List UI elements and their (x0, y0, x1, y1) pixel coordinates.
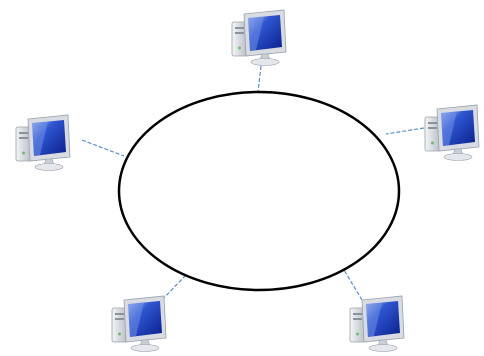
computer-right-icon (424, 104, 480, 161)
link-top (257, 65, 262, 93)
computer-bottom-right-icon (349, 295, 405, 352)
computer-top-icon (231, 9, 287, 66)
link-left (81, 139, 125, 157)
link-right (385, 127, 425, 135)
ring-cable (117, 90, 401, 292)
link-bottom-right (343, 269, 363, 301)
computer-left-icon (15, 114, 71, 171)
computer-bottom-left-icon (111, 295, 167, 352)
